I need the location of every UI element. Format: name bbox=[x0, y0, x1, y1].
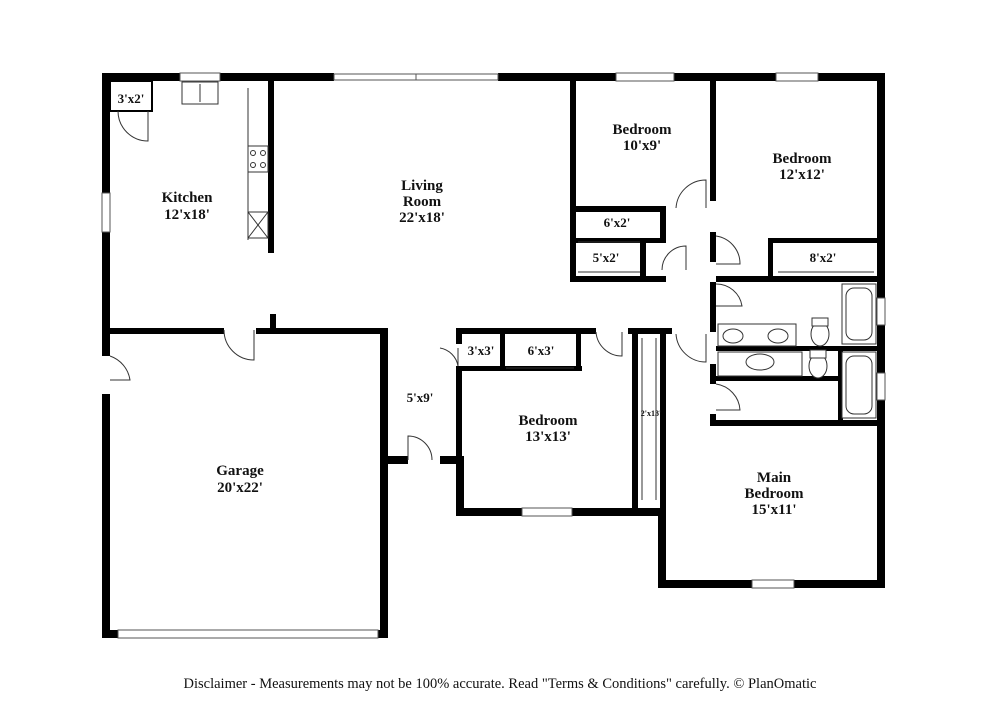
stove-icon bbox=[247, 145, 269, 173]
hall-label-5x9: 5'x9' bbox=[407, 390, 434, 405]
windows bbox=[101, 72, 886, 639]
closet-label-8x2: 8'x2' bbox=[810, 250, 837, 265]
closet-label-2x13: 2'x13' bbox=[641, 409, 661, 418]
room-size-bedroom-b: 12'x12' bbox=[779, 167, 825, 183]
interior-walls bbox=[109, 80, 878, 516]
room-name-bedroom-a: Bedroom bbox=[613, 122, 672, 138]
fixtures bbox=[181, 81, 877, 419]
room-name-bedroom-b: Bedroom bbox=[773, 151, 832, 167]
room-size-main-bedroom: 15'x11' bbox=[751, 502, 796, 518]
room-name-living-1: Living bbox=[401, 178, 443, 194]
closet-label-3x3: 3'x3' bbox=[468, 343, 495, 358]
room-size-bedroom-a: 10'x9' bbox=[623, 138, 661, 154]
room-name-kitchen: Kitchen bbox=[162, 190, 213, 206]
room-name-garage: Garage bbox=[216, 463, 264, 479]
closet-label-5x2: 5'x2' bbox=[593, 250, 620, 265]
closet-label-pantry: 3'x2' bbox=[118, 91, 145, 106]
room-size-bedroom-c: 13'x13' bbox=[525, 429, 571, 445]
disclaimer-text: Disclaimer - Measurements may not be 100… bbox=[183, 676, 817, 692]
room-labels: 3'x2' Kitchen 12'x18' Living Room 22'x18… bbox=[118, 91, 837, 518]
room-name-bedroom-c: Bedroom bbox=[519, 413, 578, 429]
room-size-garage: 20'x22' bbox=[217, 480, 263, 496]
exterior-walls bbox=[102, 73, 885, 638]
room-name-main-bedroom-2: Bedroom bbox=[745, 486, 804, 502]
doors bbox=[109, 110, 874, 500]
room-name-main-bedroom-1: Main bbox=[757, 470, 792, 486]
room-name-living-2: Room bbox=[403, 194, 442, 210]
room-size-kitchen: 12'x18' bbox=[164, 207, 210, 223]
closet-label-6x3: 6'x3' bbox=[528, 343, 555, 358]
garage-door bbox=[117, 629, 379, 639]
room-size-living: 22'x18' bbox=[399, 210, 445, 226]
closet-label-6x2: 6'x2' bbox=[604, 215, 631, 230]
